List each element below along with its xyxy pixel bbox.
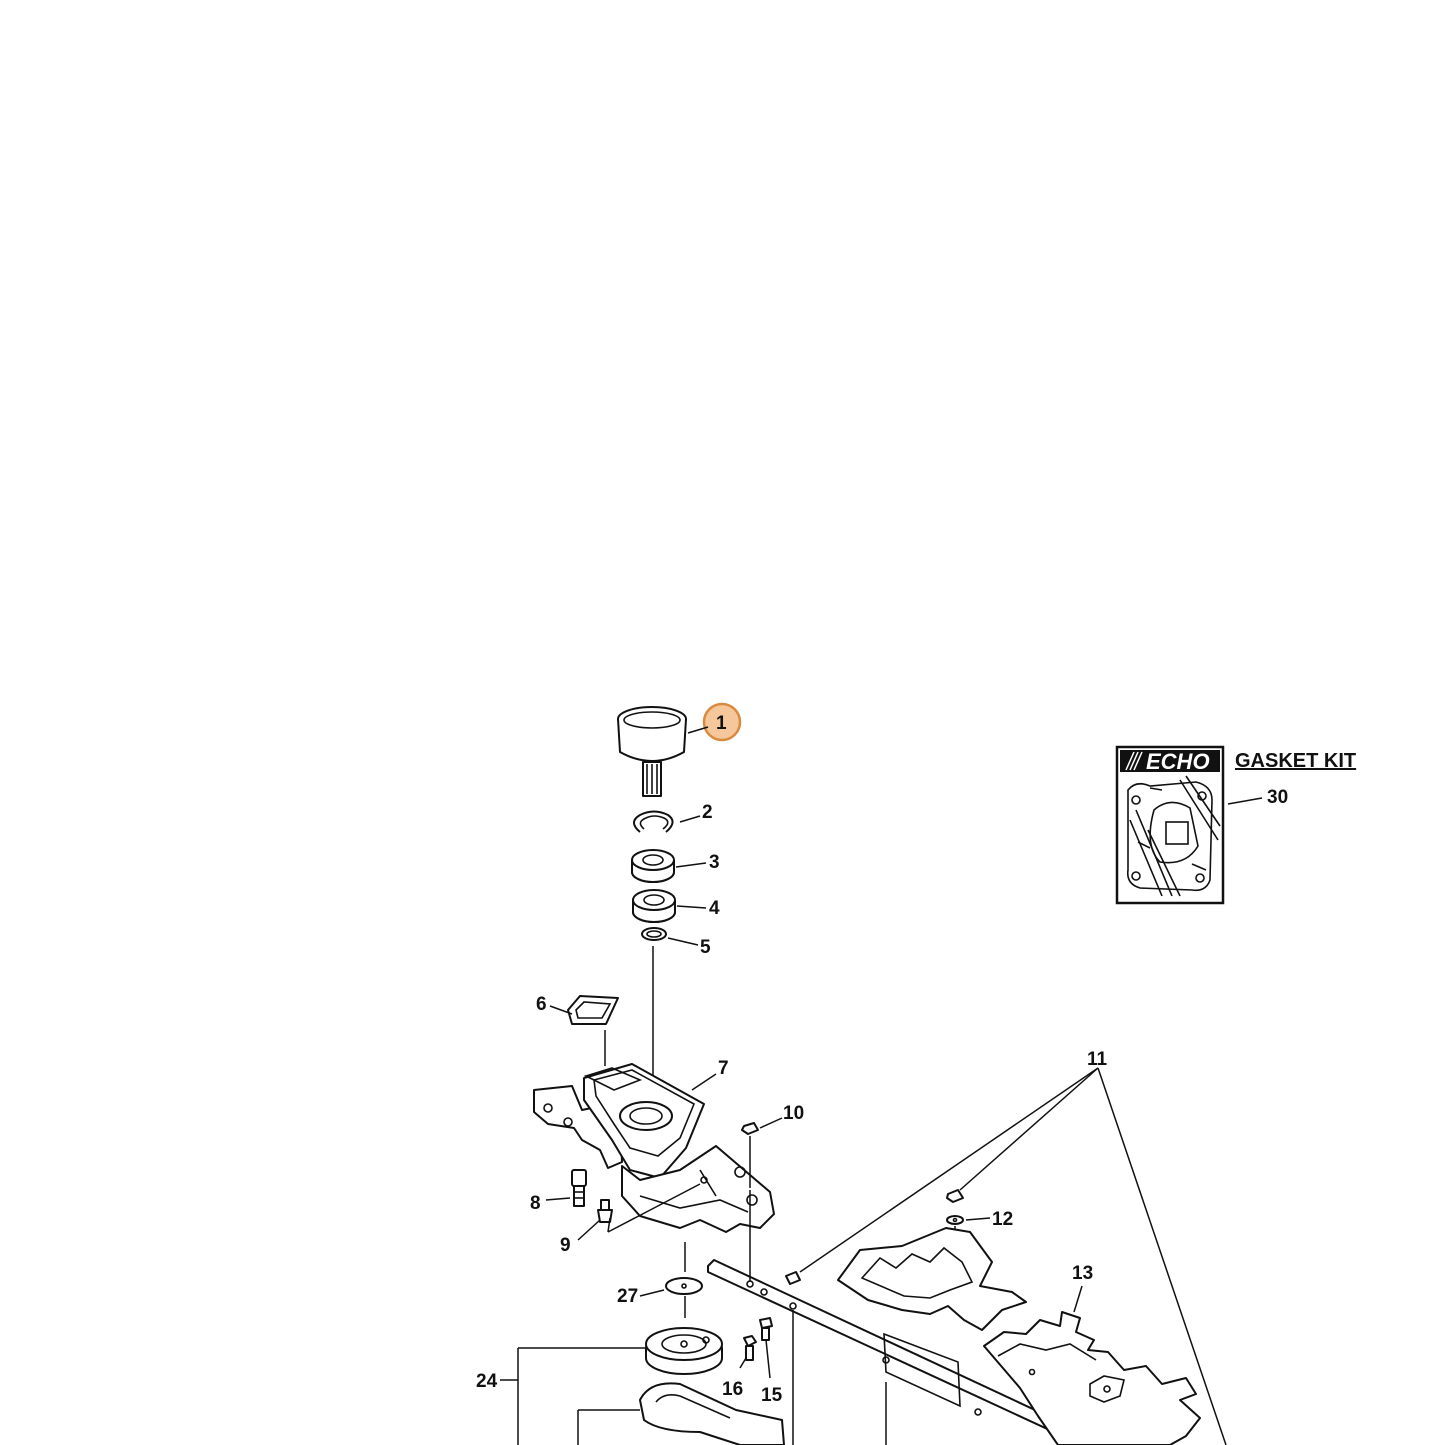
part-1-drive-cup[interactable] — [617, 706, 687, 797]
callout-6: 6 — [536, 994, 547, 1015]
part-4-bearing[interactable] — [632, 889, 676, 923]
callout-11: 11 — [1087, 1049, 1108, 1070]
part-27-washer[interactable] — [665, 1277, 703, 1295]
part-5-retaining-ring[interactable] — [641, 927, 667, 941]
part-8-bolt[interactable] — [571, 1169, 587, 1207]
gasket-kit-title: GASKET KIT — [1235, 750, 1356, 772]
part-2-snap-ring[interactable] — [633, 810, 674, 833]
gasket-illustration — [1126, 775, 1221, 897]
callout-15: 15 — [761, 1385, 783, 1406]
blade-bar[interactable] — [707, 1190, 1111, 1445]
callout-13: 13 — [1072, 1263, 1093, 1284]
callout-8: 8 — [530, 1193, 541, 1214]
callout-27: 27 — [617, 1286, 638, 1307]
callout-7: 7 — [718, 1058, 729, 1079]
callout-3: 3 — [709, 852, 720, 873]
callout-1-highlight[interactable] — [702, 702, 742, 742]
callout-30: 30 — [1267, 787, 1288, 808]
callout-5: 5 — [700, 937, 711, 958]
part-13-blade-cover[interactable] — [837, 1227, 1027, 1408]
part-13-blade[interactable] — [983, 1311, 1201, 1445]
part-crank-plate[interactable] — [639, 1382, 785, 1445]
echo-logo: ECHO — [1146, 749, 1210, 774]
part-6-pad[interactable] — [567, 995, 619, 1025]
callout-2: 2 — [702, 802, 713, 823]
part-10-nut[interactable] — [741, 1122, 759, 1188]
part-15-bolt[interactable] — [759, 1317, 773, 1341]
gasket-kit-box[interactable]: ECHO — [1115, 745, 1225, 905]
part-16-bolt[interactable] — [743, 1335, 757, 1361]
callout-24: 24 — [476, 1371, 498, 1392]
callout-12: 12 — [992, 1209, 1013, 1230]
callout-10: 10 — [783, 1103, 804, 1124]
part-11-nut[interactable] — [785, 1271, 801, 1285]
callout-9: 9 — [560, 1235, 571, 1256]
part-7-gear-case[interactable] — [533, 1063, 775, 1233]
callout-1: 1 — [716, 713, 727, 734]
callout-16: 16 — [722, 1379, 743, 1400]
part-3-bearing[interactable] — [631, 849, 675, 883]
callout-4: 4 — [709, 898, 720, 919]
part-24-gear[interactable] — [645, 1327, 723, 1375]
